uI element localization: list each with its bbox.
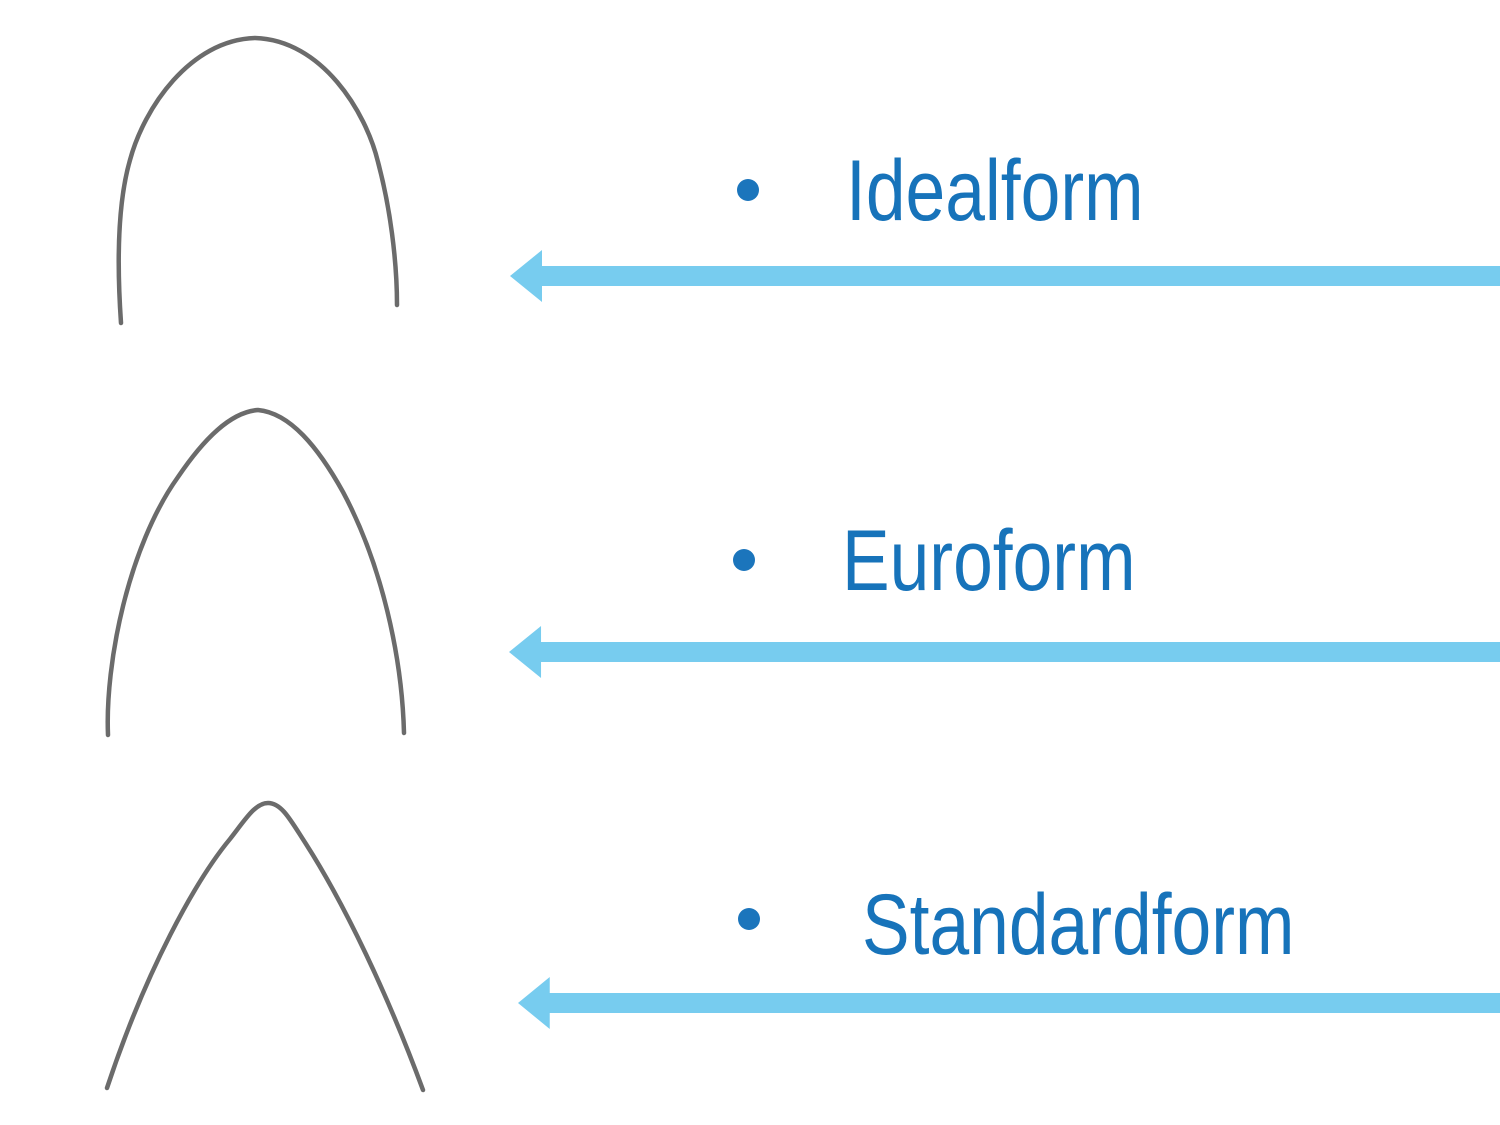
standardform-label-text: Standardform bbox=[862, 877, 1295, 973]
left-arrow-shape bbox=[509, 626, 1500, 678]
left-arrow-shape bbox=[510, 250, 1500, 302]
wire-path bbox=[116, 35, 400, 326]
euroform-label: Euroform bbox=[842, 512, 1196, 611]
left-arrow-icon bbox=[518, 977, 1500, 1029]
euroform-archwire-image bbox=[105, 407, 407, 738]
standardform-archwire-image bbox=[104, 800, 426, 1093]
euroform-label-text: Euroform bbox=[842, 513, 1136, 609]
bullet-icon bbox=[738, 908, 760, 930]
idealform-label: Idealform bbox=[846, 142, 1205, 241]
bullet-icon bbox=[737, 179, 759, 201]
left-arrow-shape bbox=[518, 977, 1500, 1029]
standardform-label: Standardform bbox=[862, 876, 1383, 975]
bullet-icon bbox=[733, 549, 755, 571]
left-arrow-icon bbox=[510, 250, 1500, 302]
wire-path bbox=[104, 800, 426, 1093]
idealform-archwire-image bbox=[116, 35, 400, 326]
wire-path bbox=[105, 407, 407, 738]
left-arrow-icon bbox=[509, 626, 1500, 678]
idealform-label-text: Idealform bbox=[846, 143, 1144, 239]
